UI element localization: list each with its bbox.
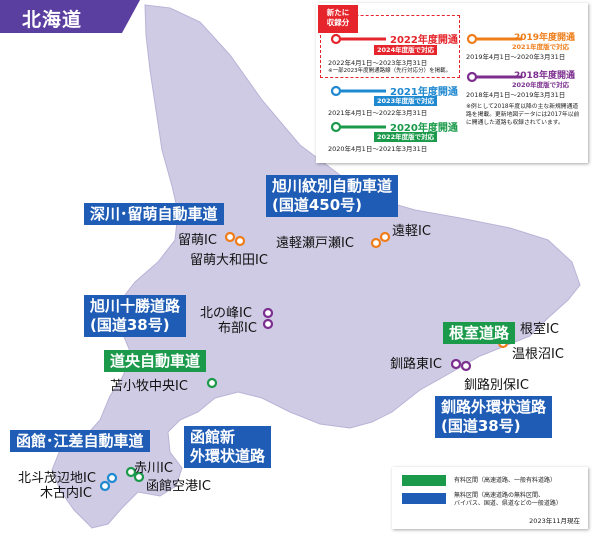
route-fukagawa-rumoi: 深川･留萌自動車道 — [84, 203, 224, 225]
region-tab: 北海道 — [0, 0, 140, 33]
kikonai-ic-marker — [99, 480, 111, 492]
tomakomai-ic-marker — [206, 377, 218, 389]
as-of-date: 2023年11月現在 — [529, 517, 580, 525]
free-section-label-2: バイパス、国道、県道などの一般道路） — [454, 500, 562, 507]
furube-ic-marker — [262, 318, 274, 330]
kushiro-betsuho-ic-marker — [460, 360, 472, 372]
hakodate-airport-ic-marker — [133, 471, 145, 483]
route-doo-expressway: 道央自動車道 — [104, 350, 207, 372]
ic-kushiro-east: 釧路東IC — [390, 357, 442, 372]
toll-section-label: 有料区間（高速道路、一般有料道路） — [454, 477, 557, 484]
ic-furube: 布部IC — [218, 321, 257, 336]
engaru-setoshi-ic-marker — [370, 237, 382, 249]
legend-2021-title: 2021年度開通 — [390, 87, 458, 98]
legend-2022-title: 2022年度開通 — [390, 35, 458, 46]
ic-nemuro: 根室IC — [520, 322, 559, 337]
legend-2019-line — [466, 33, 522, 45]
engaru-ic-marker — [379, 231, 391, 243]
legend-2018-line — [466, 71, 522, 83]
route-kushiro-outer: 釧路外環状道路 (国道38号) — [435, 396, 553, 438]
legend-2020-tag: 2022年度版で対応 — [374, 132, 438, 142]
legend-2019-title: 2019年度開通 — [514, 33, 576, 43]
free-section-swatch — [402, 493, 446, 504]
ic-engaru-setoshi: 遠軽瀬戸瀬IC — [276, 236, 354, 251]
legend-2019-tag: 2021年度版で対応 — [512, 43, 570, 51]
ic-kitanomine: 北の峰IC — [200, 306, 252, 321]
ic-onnenuma: 温根沼IC — [512, 347, 564, 362]
route-asahikawa-tokachi: 旭川十勝道路 (国道38号) — [84, 295, 187, 337]
legend-2019-period: 2019年4月1日～2020年3月31日 — [466, 53, 566, 61]
region-title: 北海道 — [22, 9, 83, 31]
ic-hakodate-airport: 函館空港IC — [146, 479, 211, 494]
ic-kushiro-betsuho: 釧路別保IC — [464, 378, 529, 393]
ic-tomakomai-chuo: 苫小牧中央IC — [110, 379, 188, 394]
legend-2020-period: 2020年4月1日～2021年3月31日 — [328, 145, 428, 153]
legend-panel: 新たに 収録分 2022年度開通 2024年度版で対応 2022年4月1日～20… — [316, 3, 588, 163]
route-asahikawa-monbetsu: 旭川紋別自動車道 (国道450号) — [266, 175, 399, 217]
legend-2022-period: 2022年4月1日～2023年3月31日 — [328, 59, 428, 67]
legend-footnote: ※例として2018年度以降の主な新規開通道路を掲載。更新地図データには2017年… — [466, 104, 580, 126]
rumoi-ohwada-ic-marker — [234, 235, 246, 247]
section-type-legend: 有料区間（高速道路、一般有料道路） 無料区間（高速道路の無料区間、 バイパス、国… — [392, 467, 588, 529]
legend-2021-tag: 2023年度版で対応 — [374, 96, 438, 106]
legend-2022-note: ※一部2023年度開通路線（先行対応分）を掲載。 — [328, 68, 452, 74]
legend-2018-tag: 2020年度版で対応 — [512, 81, 570, 89]
free-section-label-1: 無料区間（高速道路の無料区間、 — [454, 492, 545, 499]
ic-hokuto-mohechi: 北斗茂辺地IC — [18, 471, 96, 486]
hokuto-ic-marker — [106, 472, 118, 484]
legend-2022-tag: 2024年度版で対応 — [374, 45, 438, 55]
legend-2021-line — [330, 85, 386, 97]
legend-2018-title: 2018年度開通 — [514, 71, 576, 81]
rumoi-ic-marker — [224, 231, 236, 243]
new-entries-frame — [320, 15, 460, 78]
legend-2020-line — [330, 121, 386, 133]
akagawa-ic-marker — [125, 466, 137, 478]
ic-rumoi-ohwada: 留萌大和田IC — [190, 253, 268, 268]
legend-2021-period: 2021年4月1日～2022年3月31日 — [328, 109, 428, 117]
legend-2022-line — [330, 33, 386, 45]
ic-akagawa: 赤川IC — [134, 461, 173, 476]
route-nemuro: 根室道路 — [443, 322, 516, 344]
new-entries-badge: 新たに 収録分 — [318, 5, 358, 33]
region-tab-shape — [0, 0, 140, 33]
route-hakodate-shin-outer: 函館新 外環状道路 — [184, 426, 272, 468]
legend-2018-period: 2018年4月1日～2019年3月31日 — [466, 91, 566, 99]
kushiro-east-ic-marker — [450, 358, 462, 370]
kitanomine-ic-marker — [262, 307, 274, 319]
legend-2020-title: 2020年度開通 — [390, 123, 458, 134]
ic-kikonai: 木古内IC — [40, 486, 92, 501]
toll-section-swatch — [402, 475, 446, 486]
route-hakodate-esashi: 函館･江差自動車道 — [10, 430, 150, 452]
ic-engaru: 遠軽IC — [392, 224, 431, 239]
ic-rumoi: 留萌IC — [178, 233, 217, 248]
